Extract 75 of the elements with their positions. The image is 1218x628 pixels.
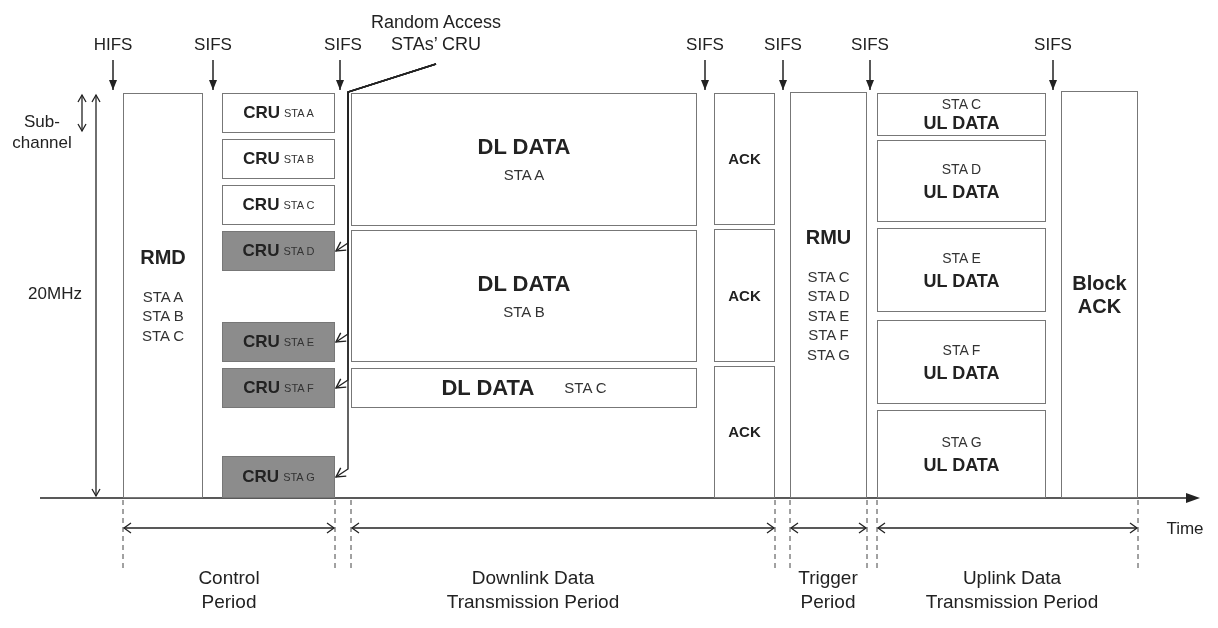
axis-label: Downlink Data Transmission Period	[445, 566, 621, 614]
frame-box	[714, 93, 775, 225]
frame-title: DL DATA	[477, 270, 571, 296]
frame-box	[877, 228, 1046, 312]
frame-title: RMU	[805, 225, 852, 249]
axis-label: SIFS	[323, 34, 363, 56]
frame-box	[877, 93, 1046, 136]
station-label: STA A	[284, 105, 314, 121]
axis-label: SIFS	[763, 34, 803, 56]
station-label: STA D	[941, 159, 982, 178]
frame-box	[877, 140, 1046, 222]
station-label: STA A STA B STA C	[140, 286, 186, 346]
station-label: STA G	[283, 469, 315, 485]
station-label: STA C	[941, 95, 982, 114]
frame-box	[1061, 91, 1138, 498]
frame-title: ACK	[728, 150, 761, 168]
frame-title: RMD	[140, 245, 186, 269]
frame-title: DL DATA	[441, 375, 535, 401]
frame-title: Block ACK	[1071, 271, 1128, 318]
axis-label: Time	[1165, 518, 1205, 540]
frame-box	[351, 93, 697, 226]
frame-box	[222, 322, 335, 362]
frame-title: CRU	[242, 241, 280, 261]
station-label: STA C	[283, 197, 315, 213]
frame-title: UL DATA	[923, 362, 1000, 384]
axis-label: SIFS	[193, 34, 233, 56]
frame-box	[222, 139, 335, 179]
axis-label: Uplink Data Transmission Period	[924, 566, 1100, 614]
station-label: STA B	[503, 301, 545, 322]
frame-title: CRU	[243, 378, 281, 398]
arrow	[335, 63, 437, 478]
station-label: STA E	[942, 248, 981, 267]
station-label: STA F	[284, 380, 314, 396]
frame-title: CRU	[242, 149, 280, 169]
frame-title: UL DATA	[923, 113, 1000, 134]
frame-box	[351, 230, 697, 362]
frame-title: UL DATA	[923, 454, 1000, 476]
axis-label: Sub- channel	[11, 111, 73, 154]
callout-text: Random Access STAs’ CRU	[369, 12, 503, 56]
frame-box	[222, 93, 335, 133]
axis-label: 20MHz	[27, 283, 83, 305]
station-label: STA A	[503, 165, 545, 185]
station-label: STA C STA D STA E STA F STA G	[805, 266, 852, 365]
frame-title: ACK	[728, 286, 761, 305]
axis-label: SIFS	[685, 34, 725, 56]
axis-label: SIFS	[850, 34, 890, 56]
station-label: STA D	[283, 243, 315, 259]
frame-title: ACK	[728, 423, 761, 441]
frame-box	[714, 366, 775, 498]
frame-title: CRU	[242, 332, 280, 352]
frame-box	[222, 185, 335, 225]
frame-title: UL DATA	[923, 270, 1000, 292]
frame-box	[877, 320, 1046, 404]
frame-box	[222, 456, 335, 498]
frame-box	[123, 93, 203, 498]
axis-label: Trigger Period	[797, 566, 859, 614]
frame-box	[714, 229, 775, 362]
axis-label: SIFS	[1033, 34, 1073, 56]
frame-title: UL DATA	[923, 181, 1000, 203]
frame-title: CRU	[242, 195, 280, 215]
frame-box	[790, 92, 867, 498]
axis-label: Control Period	[197, 566, 261, 614]
frame-box	[222, 368, 335, 408]
axis-label: HIFS	[92, 34, 134, 56]
station-label: STA E	[283, 334, 315, 350]
station-label: STA B	[283, 151, 315, 167]
frame-box	[877, 410, 1046, 498]
station-label: STA F	[942, 340, 981, 359]
frame-box	[351, 368, 697, 408]
frame-title: CRU	[242, 467, 280, 487]
frame-title: CRU	[243, 103, 281, 123]
station-label: STA G	[941, 432, 982, 451]
frame-box	[222, 231, 335, 271]
frame-title: DL DATA	[477, 134, 571, 160]
station-label: STA C	[564, 378, 607, 398]
